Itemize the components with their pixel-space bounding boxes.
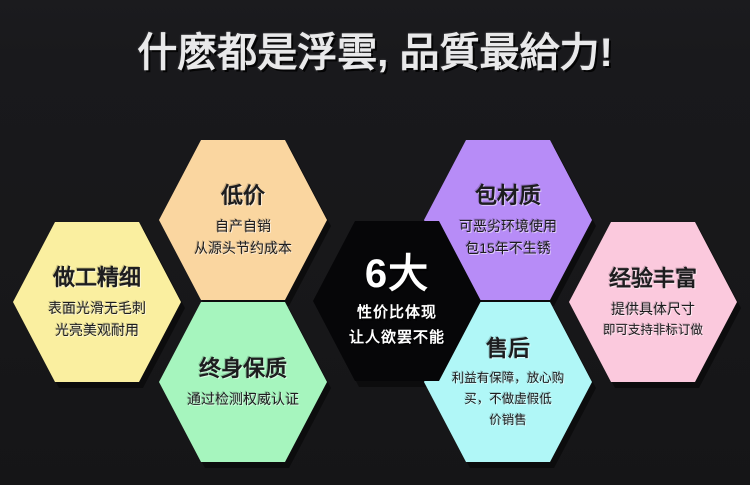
hex-title-material: 包材质 <box>474 183 541 208</box>
hex-line-quality-2: 光亮美观耐用 <box>55 322 139 338</box>
page-title: 什麽都是浮雲, 品質最給力! <box>137 31 613 75</box>
hex-line-service-3: 价销售 <box>489 412 527 427</box>
hex-line-material-1: 可恶劣环境使用 <box>459 218 557 234</box>
hex-title-price: 低价 <box>220 183 265 208</box>
hex-line-service-2: 买，不做虚假低 <box>464 391 552 406</box>
hex-title-experience: 经验丰富 <box>608 265 697 291</box>
hex-title-quality: 做工精细 <box>52 265 141 290</box>
hex-line-service-1: 利益有保障，放心购 <box>451 370 565 385</box>
hex-title-warranty: 终身保质 <box>198 356 287 381</box>
hex-cell-experience[interactable]: 经验丰富 提供具体尺寸 即可支持非标订做 <box>569 222 737 382</box>
hex-title-service: 售后 <box>485 335 530 361</box>
hex-line-experience-2: 即可支持非标订做 <box>602 322 703 337</box>
hex-cell-warranty[interactable]: 终身保质 通过检测权威认证 <box>159 302 327 462</box>
hex-line-material-2: 包15年不生锈 <box>465 240 551 256</box>
hex-line-price-1: 自产自销 <box>215 218 271 234</box>
hex-line-experience-1: 提供具体尺寸 <box>611 300 695 317</box>
hex-line-core-2: 让人欲罢不能 <box>348 329 445 346</box>
hex-line-price-2: 从源头节约成本 <box>194 240 292 256</box>
hex-line-core-1: 性价比体现 <box>356 304 437 321</box>
hex-cell-price[interactable]: 低价 自产自销 从源头节约成本 <box>159 140 327 300</box>
hex-title-core: 6大 <box>364 252 430 296</box>
hex-line-warranty-1: 通过检测权威认证 <box>187 391 299 407</box>
hex-cell-quality[interactable]: 做工精细 表面光滑无毛刺 光亮美观耐用 <box>13 222 181 382</box>
hex-line-quality-1: 表面光滑无毛刺 <box>48 300 146 316</box>
